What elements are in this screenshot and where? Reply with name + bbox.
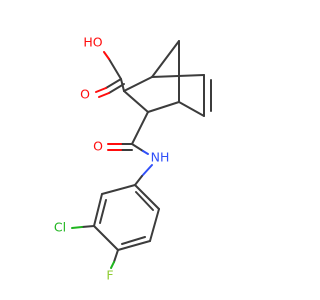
bond-o-acid-double-segment	[98, 92, 110, 98]
bond-ar3-cl	[81, 225, 95, 228]
bond-c3-camide	[131, 111, 149, 145]
bond-c5-c4	[178, 101, 205, 117]
bond-ar6-ar1	[134, 184, 160, 210]
bond-ar5-ar6	[149, 208, 160, 242]
bond-n-aryl	[134, 175, 143, 186]
bond-c1-c6	[151, 74, 205, 78]
bond-c1-c7	[151, 40, 180, 78]
bond-n-aryl-segment	[141, 164, 153, 177]
bond-c4-c3	[147, 101, 180, 113]
bond-ar-double-3	[135, 191, 154, 211]
label-amide-oxygen: O	[93, 139, 103, 154]
label-acid-oxygen: O	[80, 87, 90, 102]
bond-ar4-f	[113, 249, 119, 263]
atom-labels: HO O O NH Cl F	[54, 35, 169, 283]
label-amine-nh: NH	[151, 150, 170, 165]
label-fluorine: F	[106, 268, 113, 283]
bond-ar4-ar5	[117, 240, 151, 251]
bond-ar-double-1	[99, 199, 107, 224]
label-chlorine: Cl	[54, 220, 66, 235]
bond-ar1-ar2	[101, 184, 136, 195]
bond-ar-double-2	[121, 236, 146, 245]
label-hydroxyl: HO	[83, 35, 102, 50]
bond-oh-segment	[103, 51, 110, 60]
bond-c3-c2	[123, 90, 149, 113]
bond-o-acid-segment	[95, 87, 107, 93]
bond-cacid-o	[105, 78, 122, 89]
bond-ar3-ar4	[93, 225, 119, 251]
bond-ar2-ar3	[93, 193, 103, 227]
molecule-structure-diagram: HO O O NH Cl F	[54, 35, 212, 283]
bond-n-segment	[142, 150, 149, 155]
bond-cacid-o-double	[108, 83, 125, 94]
bond-f-segment	[110, 261, 115, 269]
bond-cl-segment	[71, 226, 83, 229]
bonds	[71, 40, 212, 269]
bond-cacid-oh	[108, 58, 122, 80]
bond-c2-c1	[123, 76, 153, 92]
bond-camide-n	[131, 143, 144, 152]
